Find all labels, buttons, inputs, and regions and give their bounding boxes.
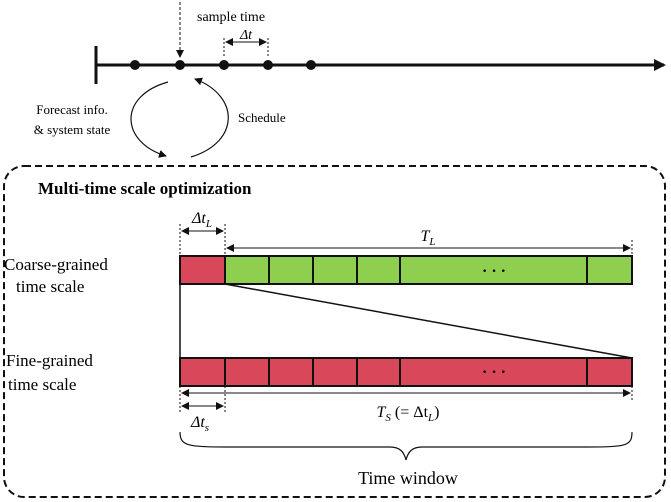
fine-span-label: TS (= ΔtL) (377, 404, 440, 424)
timeline: sample time Δt Forecast info. & system s… (34, 2, 666, 158)
fine-bar (179, 357, 633, 387)
coarse-segment (224, 255, 270, 285)
sample-time-label: sample time (197, 10, 265, 25)
timeline-point-4 (263, 60, 273, 70)
fine-segment-wide (399, 357, 588, 387)
time-window-brace (179, 431, 633, 461)
coarse-label-line2: time scale (16, 277, 84, 296)
coarse-segment (356, 255, 401, 285)
coarse-delta-label: ΔtL (191, 210, 212, 230)
timeline-point-3 (219, 60, 229, 70)
zoom-line-diagonal (224, 283, 633, 359)
timeline-point-1 (130, 60, 140, 70)
forecast-label-line1: Forecast info. (36, 102, 107, 117)
coarse-segment-current (179, 255, 226, 285)
forecast-loop-arrow (130, 81, 169, 158)
coarse-segment (268, 255, 314, 285)
timeline-point-2 (175, 60, 185, 70)
schedule-label: Schedule (238, 110, 286, 125)
fine-segment (224, 357, 270, 387)
coarse-ellipsis: · · · (482, 263, 506, 280)
fine-label-line1: Fine-grained (6, 351, 93, 370)
optimization-box-border (3, 165, 666, 498)
delta-t-label: Δt (239, 28, 253, 43)
fine-segment (268, 357, 314, 387)
fine-segment (356, 357, 401, 387)
coarse-label-line1: Coarse-grained (4, 255, 108, 274)
optimization-box: Multi-time scale optimization ΔtL TL Coa… (3, 165, 666, 498)
coarse-segment (312, 255, 358, 285)
fine-label-line2: time scale (8, 375, 76, 394)
forecast-label-line2: & system state (34, 122, 111, 137)
schedule-loop-arrow (190, 77, 229, 158)
coarse-span-label: TL (420, 228, 435, 248)
fine-ellipsis: · · · (482, 364, 506, 381)
fine-segment (312, 357, 358, 387)
coarse-bar (179, 255, 633, 285)
fine-segment-last (586, 357, 633, 387)
time-window-label: Time window (358, 468, 458, 488)
coarse-segment-last (586, 255, 633, 285)
fine-segment (179, 357, 226, 387)
optimization-box-title: Multi-time scale optimization (38, 179, 252, 198)
timeline-point-5 (306, 60, 316, 70)
fine-delta-label: Δts (190, 414, 209, 434)
